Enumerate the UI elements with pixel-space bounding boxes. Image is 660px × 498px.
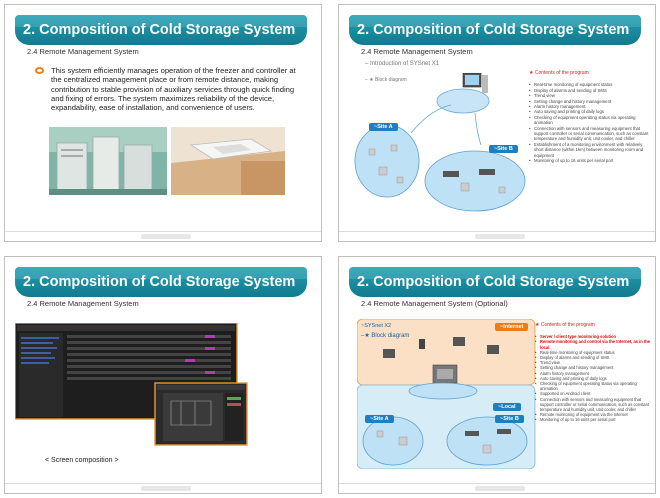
- program-header: ★ Contents of the program: [535, 322, 595, 328]
- block-diagram-label: –★ Block diagram: [361, 333, 410, 339]
- introduction-text: – Introduction of SYSnet X1: [365, 61, 440, 67]
- cassette-unit-photo: [171, 127, 285, 195]
- software-screenshots: [15, 323, 248, 446]
- slide-subtitle: 2.4 Remote Management System: [361, 47, 473, 56]
- program-item: Remote monitoring of equipment via the I…: [535, 412, 651, 417]
- freezer-photo: [49, 127, 167, 195]
- program-item: Display of alarms and sending of SMS: [535, 355, 651, 360]
- program-item: Trend view: [529, 93, 649, 99]
- program-item: Establishment of a monitoring environmen…: [529, 142, 649, 158]
- program-item: Setting change and history management: [529, 99, 649, 105]
- program-item-highlight: Remote monitoring and control via the In…: [535, 339, 651, 349]
- program-contents: ★ Contents of the program Server / clien…: [535, 322, 651, 423]
- footer-line: [5, 231, 321, 232]
- slide-title: 2. Composition of Cold Storage System: [15, 267, 307, 297]
- program-item: Checking of equipment operating status v…: [535, 381, 651, 391]
- footer-mark: [141, 486, 191, 491]
- sysnet-label: ~SYSnet X2: [361, 323, 392, 329]
- program-item: Auto saving and printing of daily logs: [529, 109, 649, 115]
- footer-line: [339, 231, 655, 232]
- site-b-badge: ~Site B: [489, 145, 518, 153]
- slide-title: 2. Composition of Cold Storage System: [15, 15, 307, 45]
- program-item: Connection with sensors and measuring eq…: [529, 126, 649, 142]
- program-item: Real-time monitoring of equipment status: [535, 350, 651, 355]
- slide-2[interactable]: 2. Composition of Cold Storage System 2.…: [338, 4, 656, 242]
- slide-4[interactable]: 2. Composition of Cold Storage System 2.…: [338, 256, 656, 494]
- program-item: Auto saving and printing of daily logs: [535, 376, 651, 381]
- local-badge: ~Local: [493, 403, 521, 411]
- program-item: Checking of equipment operating status v…: [529, 115, 649, 126]
- program-item: Monitoring of up to 16 units per serial …: [529, 158, 649, 164]
- screen-caption: < Screen composition >: [45, 457, 119, 464]
- slide-title: 2. Composition of Cold Storage System: [349, 267, 641, 297]
- footer-mark: [475, 234, 525, 239]
- slide-3[interactable]: 2. Composition of Cold Storage System 2.…: [4, 256, 322, 494]
- site-a-badge: ~Site A: [365, 415, 394, 423]
- slide-subtitle: 2.4 Remote Management System: [27, 47, 139, 56]
- program-item: Alarm history management: [535, 371, 651, 376]
- internet-badge: ~Internet: [495, 323, 529, 331]
- site-b-badge: ~Site B: [495, 415, 524, 423]
- network-diagram: [354, 73, 526, 212]
- bullet-icon: [35, 67, 44, 74]
- footer-line: [5, 483, 321, 484]
- program-item: Monitoring of up to 16 units per serial …: [535, 417, 651, 422]
- footer-mark: [141, 234, 191, 239]
- program-header: ★ Contents of the program: [529, 70, 589, 76]
- program-item-highlight: Server / client type monitoring solution: [535, 334, 651, 339]
- program-item: Supported on Android client: [535, 391, 651, 396]
- network-diagram: [357, 319, 536, 469]
- program-item: Display of alarms and sending of SMS: [529, 88, 649, 94]
- program-item: Trend view: [535, 360, 651, 365]
- program-item: Alarm history management: [529, 104, 649, 110]
- footer-mark: [475, 486, 525, 491]
- program-item: Connection with sensors and measuring eq…: [535, 397, 651, 413]
- slide-title: 2. Composition of Cold Storage System: [349, 15, 641, 45]
- program-item: Setting change and history management: [535, 365, 651, 370]
- slide-subtitle: 2.4 Remote Management System: [27, 299, 139, 308]
- slide-subtitle: 2.4 Remote Management System (Optional): [361, 299, 508, 308]
- description-paragraph: This system efficiently manages operatio…: [51, 66, 296, 113]
- block-diagram-label: – ★ Block diagram: [365, 77, 407, 83]
- program-item: Real-time monitoring of equipment status: [529, 82, 649, 88]
- footer-line: [339, 483, 655, 484]
- site-a-badge: ~Site A: [369, 123, 398, 131]
- program-contents: ★ Contents of the program Real-time moni…: [529, 70, 649, 164]
- slide-1[interactable]: 2. Composition of Cold Storage System 2.…: [4, 4, 322, 242]
